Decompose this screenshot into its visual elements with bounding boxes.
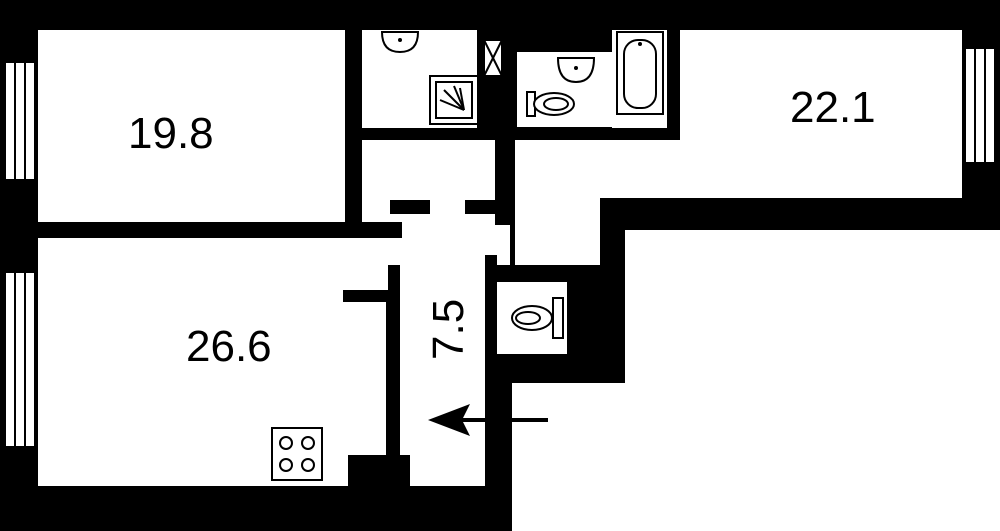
stove-icon [271,427,323,481]
room-top-left [38,30,345,222]
room-right-link [515,140,685,198]
room-top-left-area: 19.8 [128,109,214,158]
room-right-lower [515,195,600,265]
room-bottom-left [38,238,388,486]
sink-icon-2 [556,57,596,84]
kitchen-corridor [400,238,485,486]
window-right [964,47,996,164]
windows [4,47,996,448]
window-left-bottom [4,271,36,448]
entrance-arrow-icon [428,404,548,436]
room-bottom-left-area: 26.6 [186,322,272,371]
toilet-icon-2 [511,297,564,339]
room-right [680,30,962,198]
hallway-area: 7.5 [424,299,473,360]
room-right-area: 22.1 [790,83,876,132]
sink-icon [380,31,420,54]
interior-walls [38,30,680,486]
toilet-icon [526,91,575,117]
shower-icon [429,75,479,125]
bathtub-icon [616,31,664,115]
window-left-top [4,61,36,181]
cabinet-icon [483,39,503,77]
hallway-upper [362,140,502,210]
room-floors [38,30,962,486]
